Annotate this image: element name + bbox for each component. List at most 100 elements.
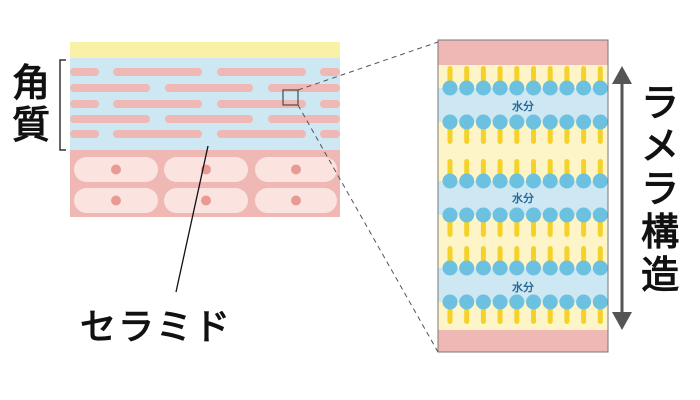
corneocyte [70,115,150,123]
lipid-head [509,207,525,223]
lipid-head [592,207,608,223]
lipid-head [509,260,525,276]
corneocyte [320,100,340,108]
lipid-head [442,207,458,223]
lipid-head [459,260,475,276]
skin-cross-section [70,42,340,217]
corneocyte [70,100,99,108]
lipid-head [459,80,475,96]
lipid-head [576,173,592,189]
lipid-head [526,114,541,130]
nucleus [291,195,301,206]
lipid-head [542,294,558,310]
corneocyte [217,130,306,138]
lipid-head [459,114,475,130]
lipid-head [509,114,525,130]
top-layer [438,40,608,65]
nucleus [111,164,121,175]
lipid-head [509,294,525,310]
lipid-head [576,80,592,96]
corneocyte [165,115,253,123]
lipid-head [592,294,608,310]
lipid-head [526,207,541,223]
lipid-head [475,207,491,223]
lipid-head [576,294,592,310]
lipid-head [442,294,458,310]
zoom-line-bottom [297,104,439,353]
lipid-head [542,114,558,130]
ceramide-label: セラミド [80,307,233,348]
lipid-head [509,80,525,96]
lipid-head [492,80,508,96]
lamellar-structure-label: ラメラ構造 [640,81,679,297]
lamellar-zoom-panel [437,39,609,353]
bracket [59,59,66,151]
lipid-head [492,294,508,310]
lipid-head [442,114,458,130]
corneocyte [70,68,99,76]
corneocyte [217,100,306,108]
corneocyte [268,115,340,123]
surface-layer [70,42,340,58]
pointer-line [175,145,209,293]
lipid-head [542,260,558,276]
lipid-head [475,260,491,276]
lipid-head [526,260,541,276]
lipid-head [592,114,608,130]
lipid-head [526,80,541,96]
lipid-head [592,260,608,276]
lipid-head [592,80,608,96]
lipid-head [509,173,525,189]
lipid-head [442,80,458,96]
water-label: 水分 [512,192,534,205]
corneocyte [320,68,340,76]
zoom-line-top [297,41,439,91]
corneocyte [70,130,99,138]
lipid-head [576,207,592,223]
lipid-head [475,294,491,310]
lipid-head [442,260,458,276]
lipid-head [576,114,592,130]
corneocyte [320,130,340,138]
lipid-head [492,260,508,276]
stratum-corneum-label: 角質 [11,61,50,147]
double-arrow [612,66,632,330]
lipid-head [459,173,475,189]
lipid-head [475,173,491,189]
lipid-head [559,260,575,276]
lipid-head [559,80,575,96]
lipid-head [526,173,541,189]
corneocyte [113,68,202,76]
lipid-head [475,80,491,96]
corneocyte [268,84,340,92]
lipid-head [542,207,558,223]
nucleus [291,164,301,175]
bottom-layer [438,330,608,352]
zoom-square [282,89,299,106]
corneocyte [113,100,202,108]
nucleus [201,195,211,206]
lipid-head [492,173,508,189]
lipid-head [475,114,491,130]
lipid-head [459,207,475,223]
corneocyte [217,68,306,76]
nucleus [111,195,121,206]
lipid-head [542,173,558,189]
water-label: 水分 [512,100,534,113]
panel-border [437,39,609,353]
corneocyte [165,84,253,92]
corneocyte [113,130,202,138]
lipid-head [492,114,508,130]
lipid-head [559,207,575,223]
lipid-head [492,207,508,223]
lipid-head [559,114,575,130]
corneocyte [70,84,150,92]
water-label: 水分 [512,281,534,294]
lipid-head [442,173,458,189]
lipid-head [542,80,558,96]
lipid-head [526,294,541,310]
lipid-head [459,294,475,310]
lipid-head [559,173,575,189]
lipid-head [559,294,575,310]
